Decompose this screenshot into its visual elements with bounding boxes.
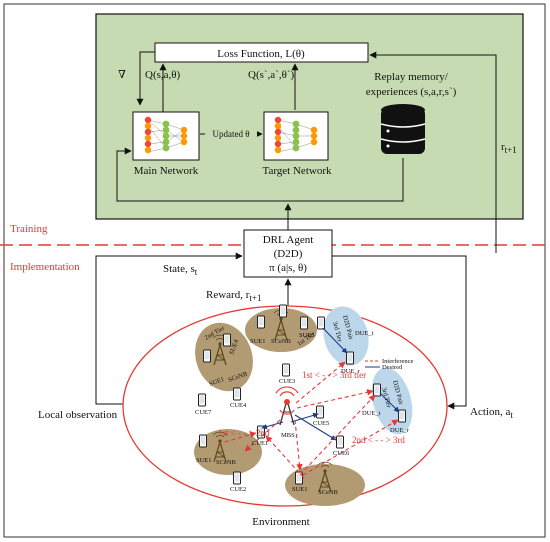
updated-theta-label: Updated θ (212, 129, 249, 139)
outer-frame (3, 3, 546, 538)
label-first-to-second: 1st < - - > 2nd (218, 428, 270, 438)
phone-cue3 (282, 363, 290, 377)
phone-cue5 (316, 405, 324, 419)
label-cue3: CUE3 (279, 378, 295, 385)
interference-mbs-due-right (296, 389, 374, 409)
target-network-icon (263, 111, 329, 161)
replay-loop-arrow (116, 147, 404, 202)
phone-sue1-a (257, 315, 265, 329)
label-sue1-b: SUE1 (208, 376, 225, 388)
label-due-t-a: DUE_t (355, 330, 374, 337)
reward-next-label: rt+1 (501, 141, 517, 155)
label-due-t-b: DUE_t (362, 410, 381, 417)
phone-due-r-right (398, 409, 406, 423)
label-cue7: CUE7 (195, 409, 212, 416)
policy-label: π (a|s, θ) (269, 262, 307, 274)
desired-link-cue6 (294, 414, 337, 441)
label-sue1-a: SUE1 (250, 338, 266, 345)
label-due-r-a: DUE_r (341, 368, 361, 375)
interference-sue-due-r (302, 419, 399, 476)
action-label: Action, at (470, 406, 513, 420)
training-label: Training (10, 223, 48, 235)
state-label: State, st (163, 263, 198, 277)
label-sue5: SUE5 (299, 332, 315, 339)
label-first-to-third: 1st < - - > 3rd tier (302, 370, 366, 380)
legend-interference-label: Interference (382, 358, 414, 365)
small-cell-bottom-left (194, 429, 262, 475)
label-scenb-c: SCeNB (216, 459, 237, 466)
label-scenb-a: SCeNB (271, 338, 292, 345)
phone-cue4 (233, 387, 241, 401)
label-scenb-d: SCeNB (318, 489, 339, 496)
phone-cue2 (233, 471, 241, 485)
small-cell-bottom (285, 464, 365, 506)
desired-link-d2d-top (322, 327, 348, 354)
label-cue5: CUE5 (313, 420, 329, 427)
label-cue4: CUE4 (230, 402, 247, 409)
replay-memory-label-line2: experiences (s,a,r,s`) (366, 86, 457, 98)
phone-sue1-c (199, 434, 207, 448)
drl-agent-box (243, 229, 333, 278)
local-observation-label: Local observation (38, 409, 118, 421)
label-cue6: CUE6 (333, 450, 350, 457)
phone-sue4 (223, 333, 231, 347)
action-arrow (332, 255, 467, 410)
gradient-symbol: ∇ (118, 69, 126, 81)
label-sue1-d: SUE1 (292, 486, 308, 493)
update-label-bg (205, 127, 257, 140)
desired-link-d2d (379, 392, 400, 413)
interference-mbs-due-top (295, 361, 346, 404)
phone-sue5 (300, 316, 308, 330)
phone-cue7 (198, 393, 206, 407)
mbs-tower-icon (275, 386, 299, 426)
phone-cue6 (336, 435, 344, 449)
phone-sue1-top (279, 304, 287, 318)
interference-mbs-sue (294, 419, 303, 471)
main-network-label: Main Network (134, 165, 199, 177)
database-icon (380, 104, 426, 154)
gradient-arrow (136, 51, 155, 106)
phone-due-t-top (317, 316, 325, 330)
q-target-label: Q(s`,a`,θ`) (248, 69, 295, 81)
replay-memory-label-line1: Replay memory/ (374, 71, 449, 83)
label-sue1-c: SUE1 (196, 457, 212, 464)
drl-agent-label: DRL Agent (263, 234, 314, 246)
label-second-to-third: 2nd < - - > 3rd (352, 435, 405, 445)
environment-label: Environment (252, 516, 309, 528)
main-network-icon (132, 111, 200, 161)
label-mbs: MBS (281, 432, 295, 439)
label-due-r-b: DUE_r (390, 427, 410, 434)
legend-desired-label: Desired (382, 364, 403, 371)
implementation-label: Implementation (10, 261, 80, 273)
target-network-label: Target Network (263, 165, 332, 177)
desired-link-cue1 (261, 421, 284, 430)
phone-sue1-b (203, 349, 211, 363)
interference-mbs-cell (244, 419, 281, 452)
d2d-pair-top (323, 306, 369, 366)
reward-label: Reward, rt+1 (206, 289, 261, 303)
phone-due-t-right (373, 383, 381, 397)
interference-sue-cue1-b (265, 435, 305, 479)
loss-function-label: Loss Function, L(θ) (217, 48, 305, 60)
drl-agent-type: (D2D) (274, 248, 303, 260)
interference-sue-due (299, 394, 376, 476)
reward-feedback-arrow (369, 51, 497, 233)
phone-due-r-top (346, 351, 354, 365)
q-main-label: Q(s,a,θ) (145, 69, 181, 81)
label-cue2: CUE2 (230, 486, 246, 493)
label-cue1: CUE1 (252, 440, 268, 447)
